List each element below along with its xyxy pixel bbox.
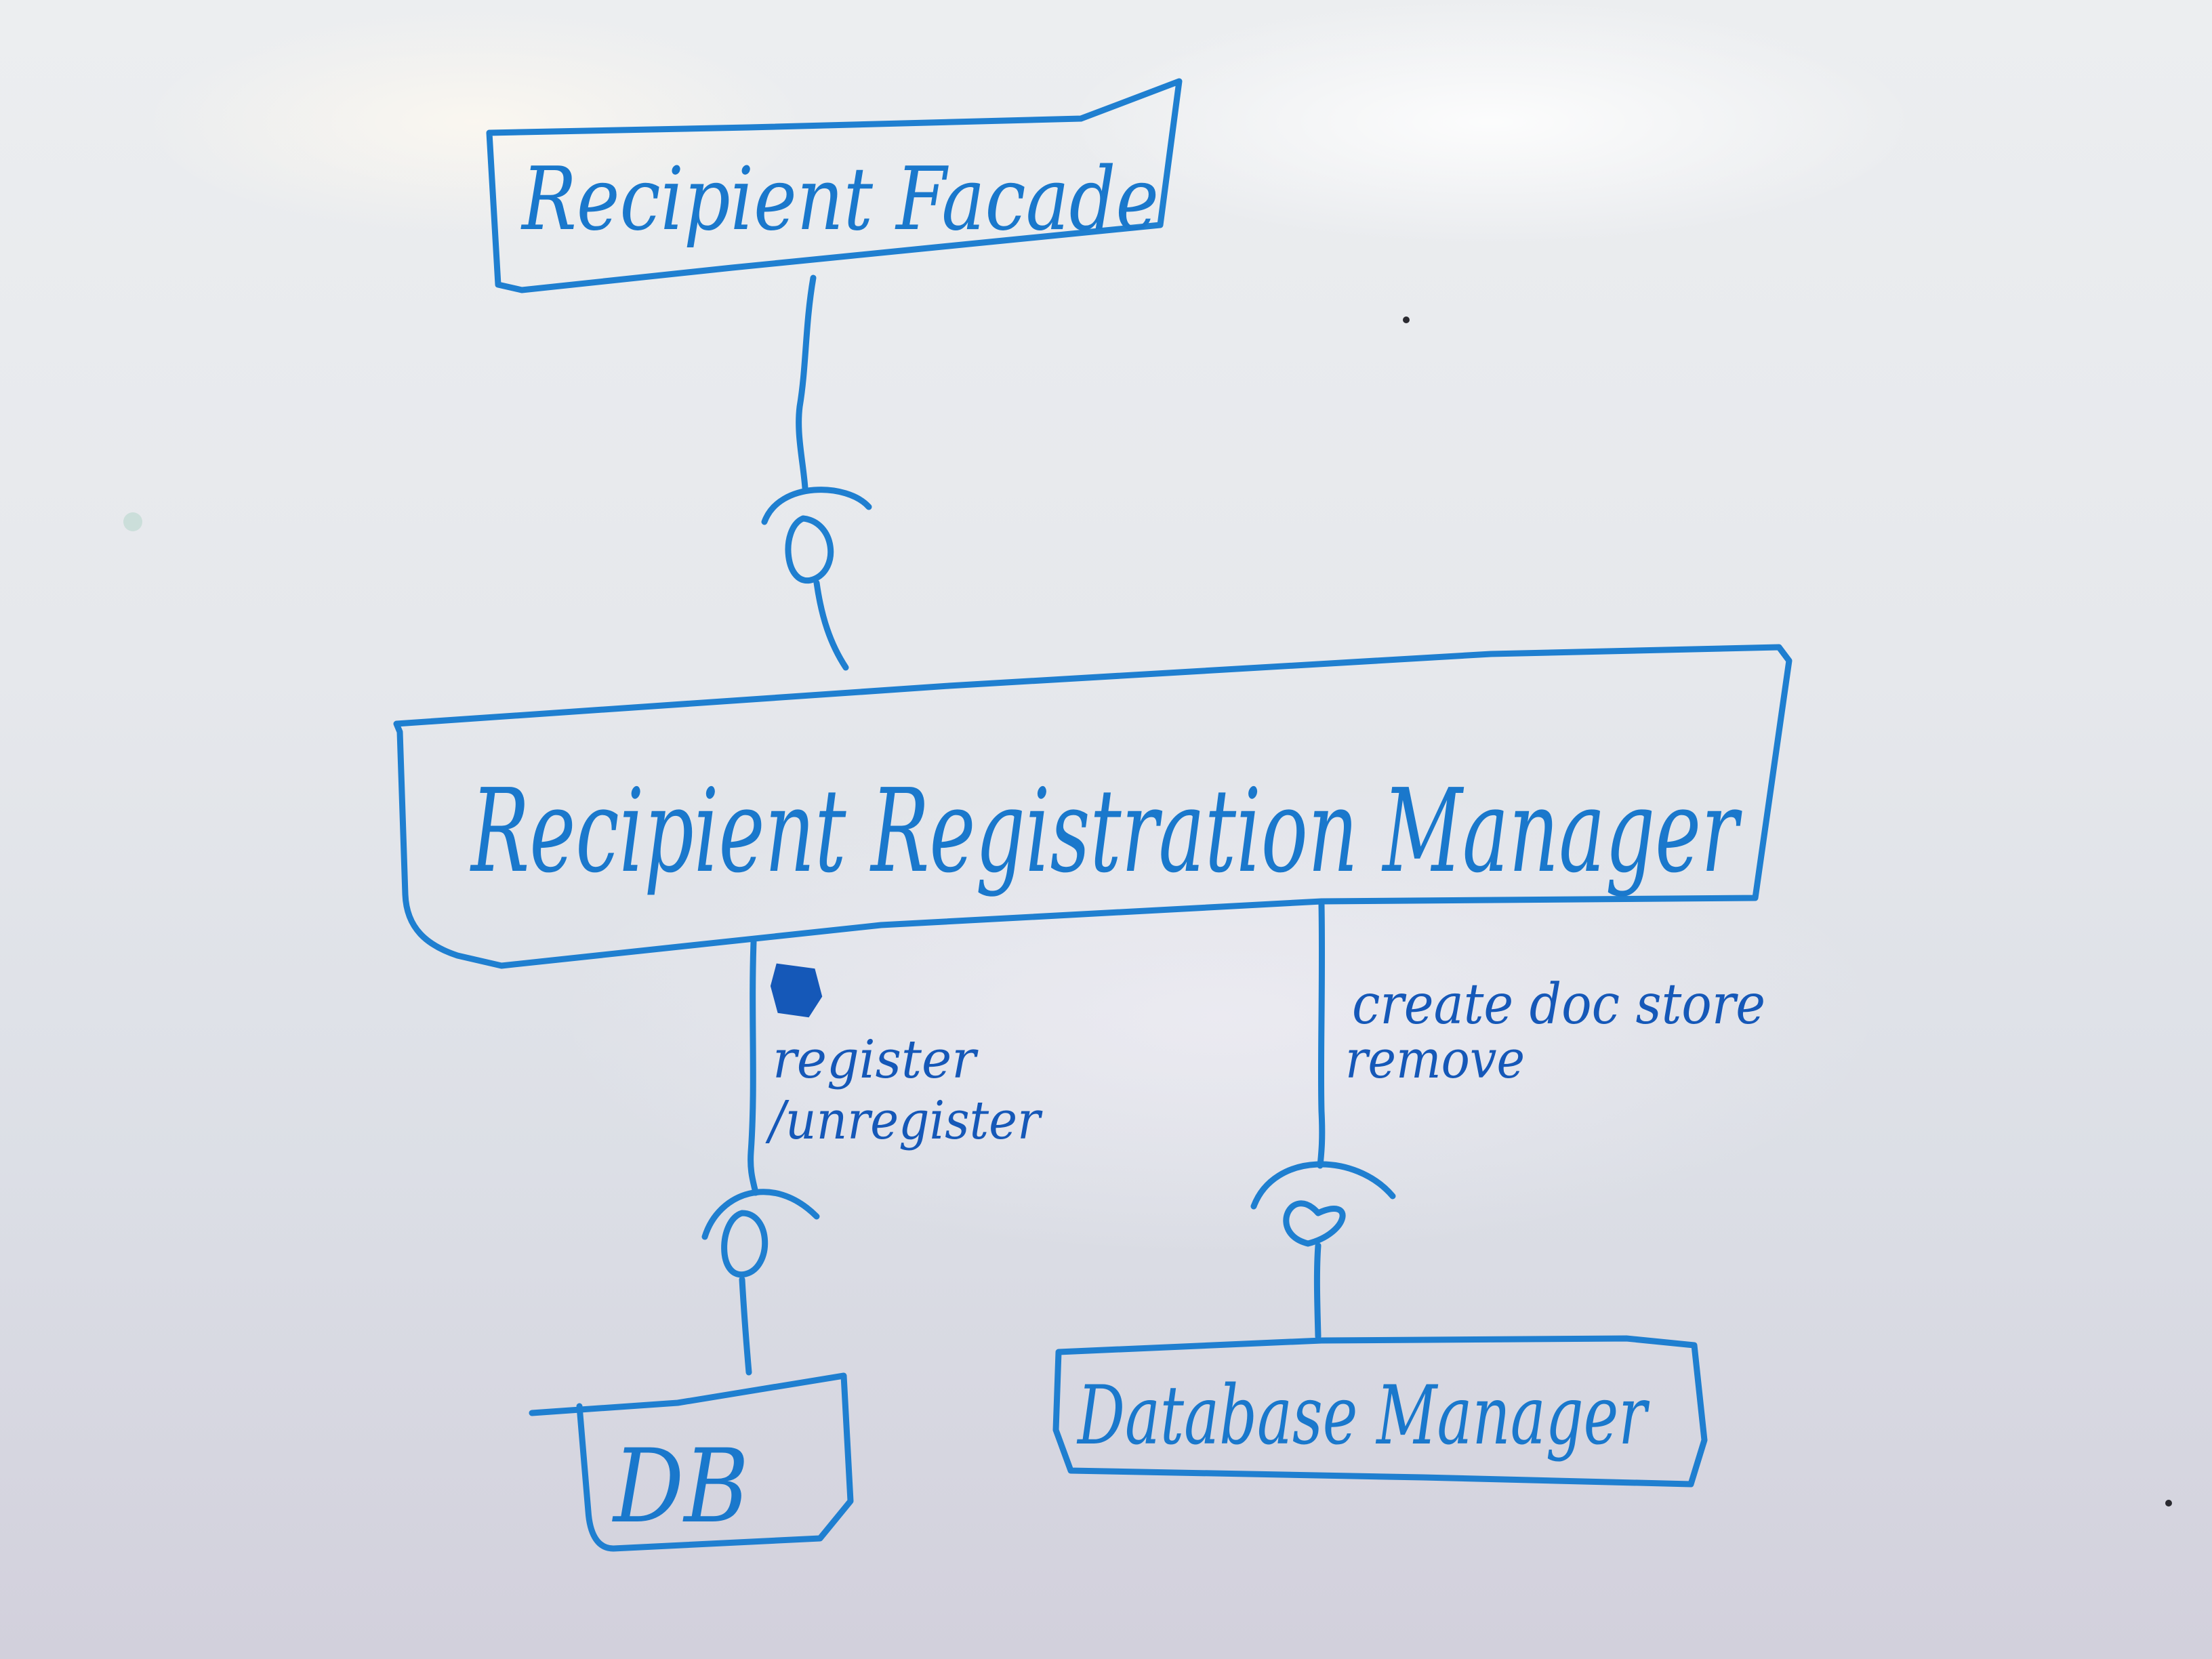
db-lollipop-stem [739, 1276, 752, 1376]
databasemanager-lollipop-stem [1313, 1242, 1322, 1340]
db-component: DB [529, 1372, 854, 1552]
recipient-facade-box [486, 78, 1183, 293]
registration-manager-component: Recipient Registration Manager [393, 644, 1793, 969]
database-manager-label: Database Manager [1077, 1369, 1650, 1463]
db-box [529, 1372, 854, 1552]
database-manager-box [1052, 1335, 1708, 1488]
db-label: DB [611, 1428, 749, 1546]
databasemanager-socket-arc [1250, 1161, 1396, 1210]
facade-lollipop-stem [813, 579, 849, 671]
manager-databasemanager-connector: create doc store remove [1250, 901, 1765, 1340]
facade-ball [785, 515, 834, 584]
databasemanager-connector-line [1317, 901, 1326, 1169]
facade-connector-line [796, 274, 817, 491]
board-specks [123, 316, 2172, 1507]
db-ball [721, 1210, 769, 1278]
scribble-mark [770, 963, 823, 1018]
registration-manager-box [393, 644, 1793, 969]
recipient-facade-label: Recipient Facade [520, 149, 1159, 250]
db-interface-label-line1: register [773, 1029, 979, 1090]
db-interface-label-line2: /unregister [765, 1090, 1044, 1151]
registration-manager-label: Recipient Registration Manager [470, 764, 1742, 899]
facade-socket-arc [761, 487, 872, 525]
databasemanager-ball [1283, 1200, 1346, 1247]
databasemanager-interface-label-line2: remove [1345, 1029, 1525, 1090]
recipient-facade-component: Recipient Facade [486, 78, 1183, 293]
database-manager-component: Database Manager [1052, 1335, 1708, 1488]
db-socket-arc [701, 1189, 820, 1240]
databasemanager-interface-label-line1: create doc store [1352, 972, 1765, 1037]
facade-manager-connector [761, 274, 872, 671]
db-connector-line [747, 939, 759, 1196]
manager-db-connector: register /unregister [701, 939, 1044, 1376]
